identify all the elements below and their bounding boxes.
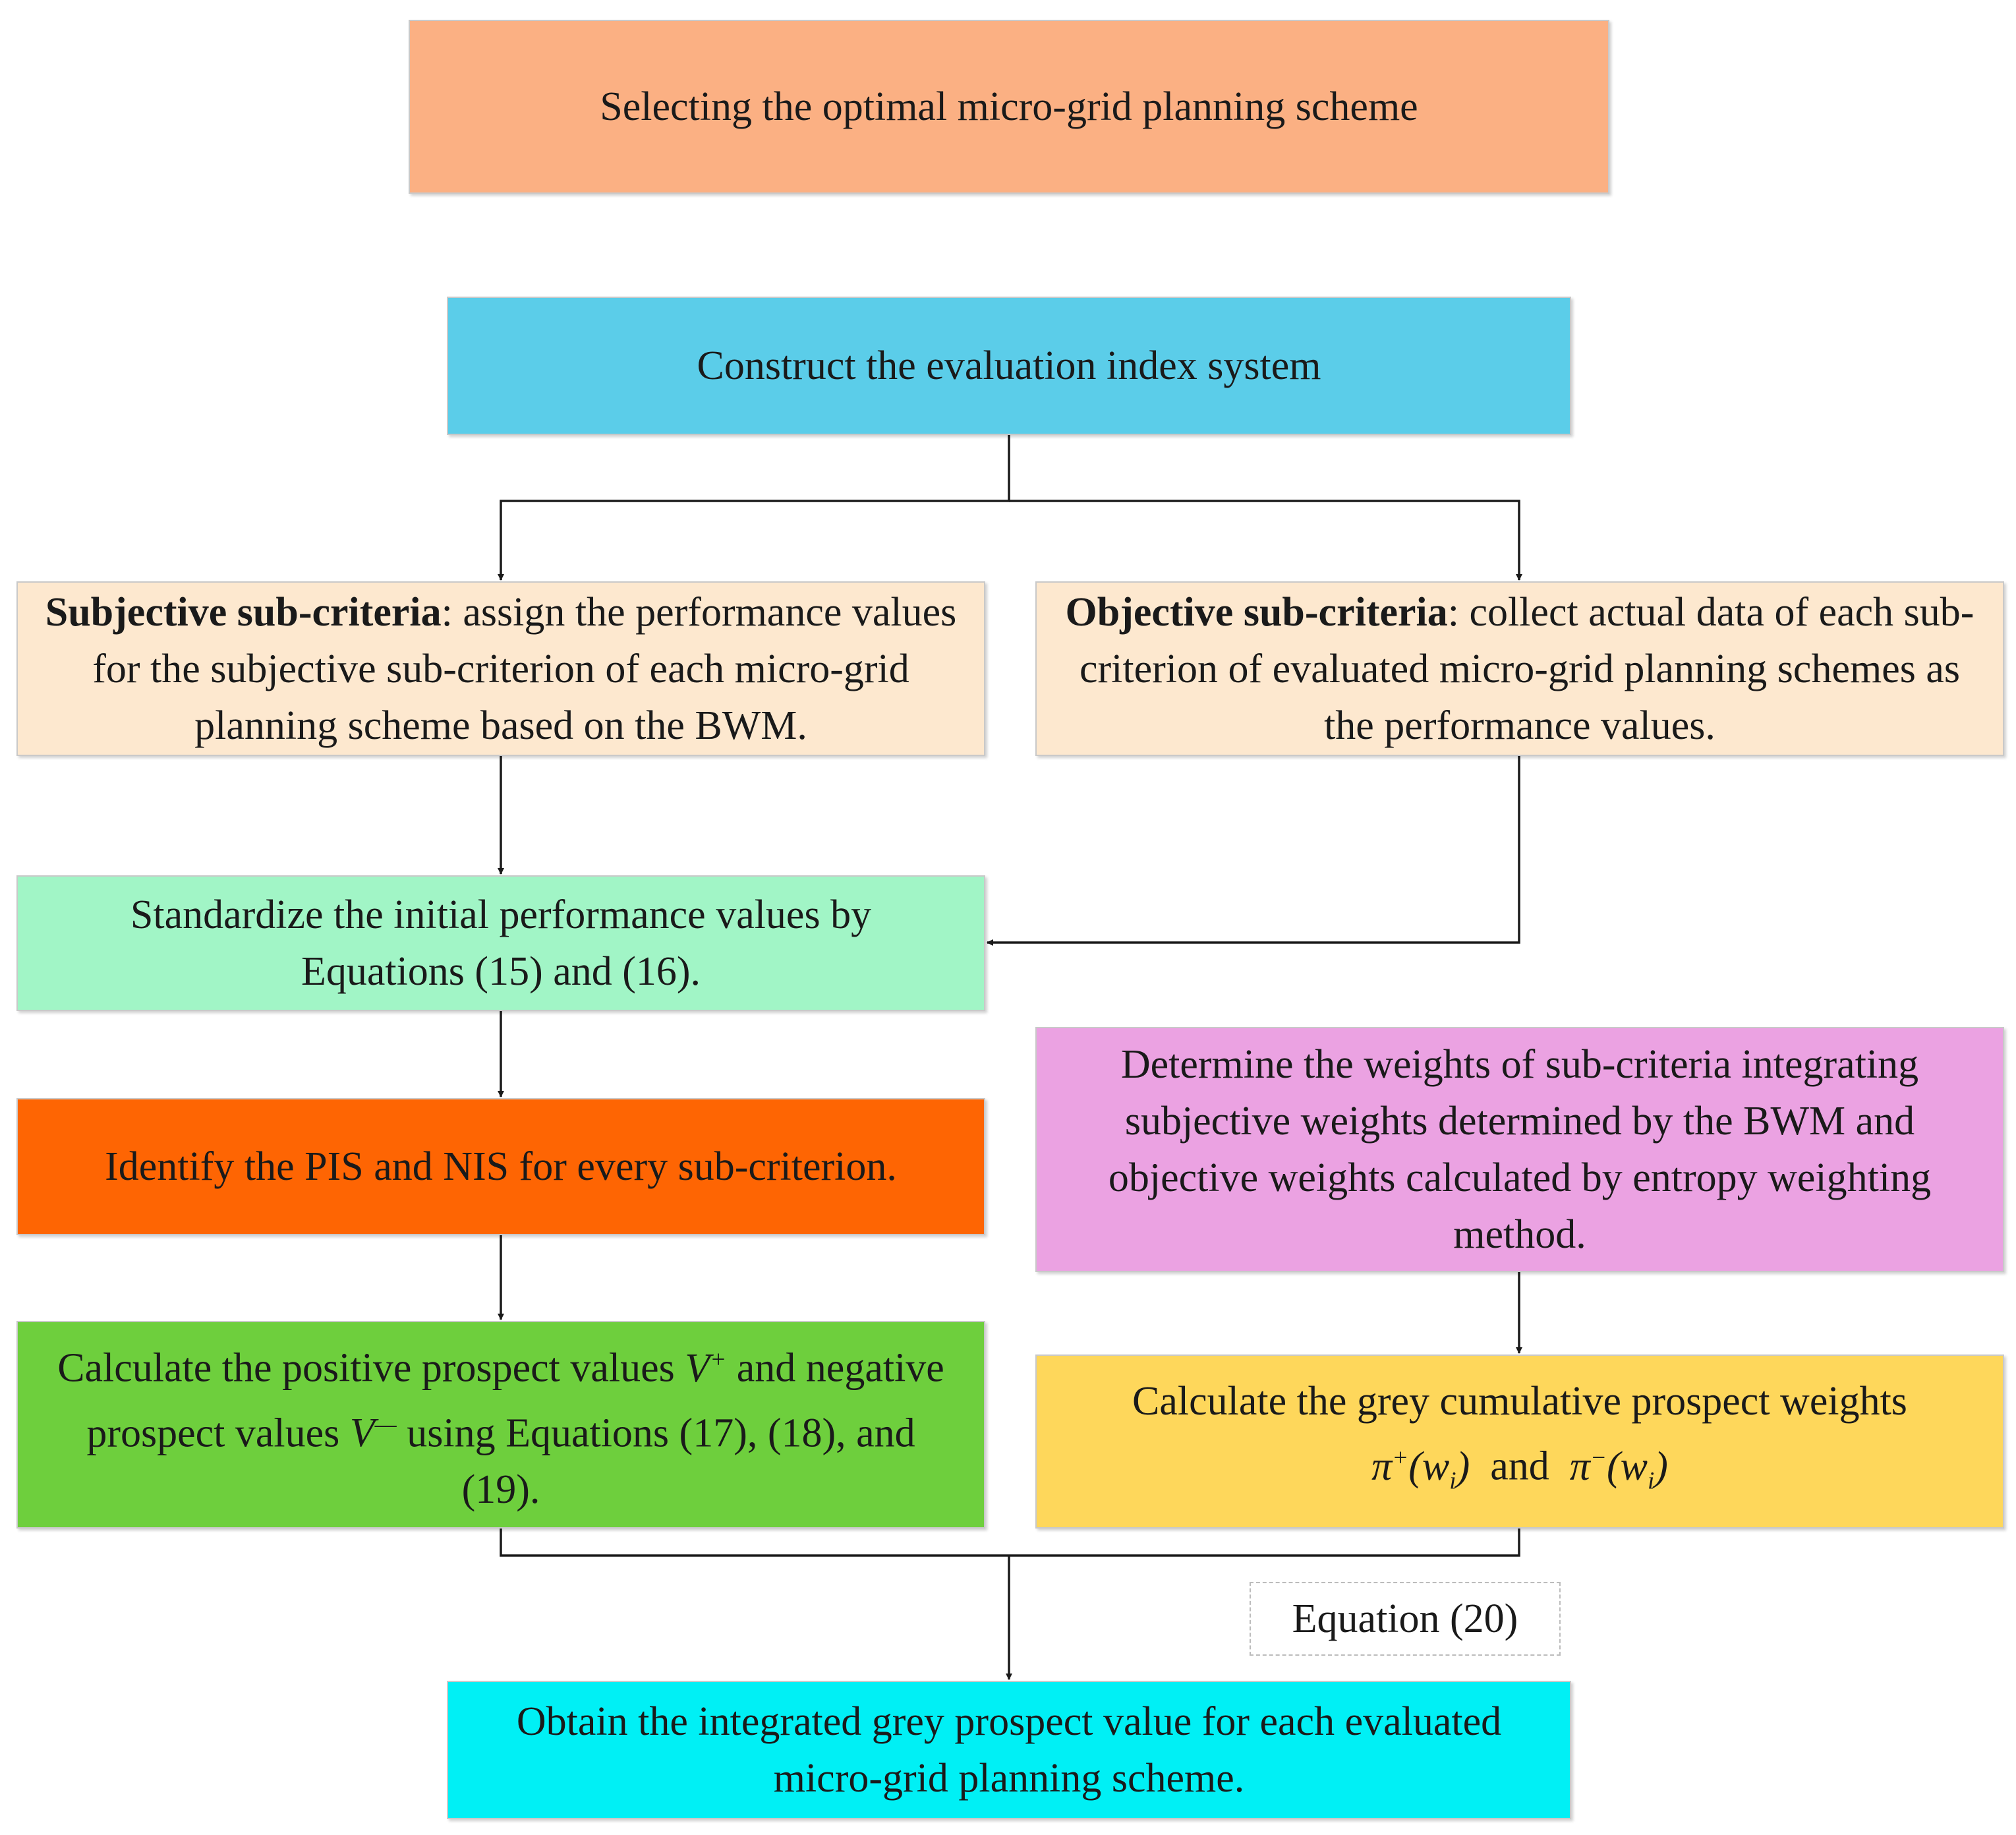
connector-objective-standardize xyxy=(987,756,1520,946)
objective-description: : collect actual data of each sub-criter… xyxy=(1080,589,1974,748)
equation-label: Equation (20) xyxy=(1250,1582,1561,1656)
connector-construct-objective xyxy=(1009,500,1522,581)
construct-text: Construct the evaluation index system xyxy=(697,343,1321,388)
goal-text: Selecting the optimal micro-grid plannin… xyxy=(600,84,1418,129)
construct-box: Construct the evaluation index system xyxy=(447,297,1571,435)
positive-prospect-symbol: V+ xyxy=(685,1346,726,1391)
connector-merge xyxy=(500,1529,1520,1557)
negative-prospect-sup: — xyxy=(374,1411,397,1438)
standardize-box: Standardize the initial performance valu… xyxy=(16,875,985,1011)
weights-box: Determine the weights of sub-criteria in… xyxy=(1035,1027,2004,1272)
integrated-box: Obtain the integrated grey prospect valu… xyxy=(447,1681,1571,1819)
negative-prospect-letter: V xyxy=(349,1411,375,1456)
subjective-text: Subjective sub-criteria: assign the perf… xyxy=(34,584,968,754)
objective-text: Objective sub-criteria: collect actual d… xyxy=(1052,584,1987,754)
weights-text: Determine the weights of sub-criteria in… xyxy=(1108,1042,1932,1257)
connector-construct-split xyxy=(498,435,1010,581)
negative-prospect-symbol: V— xyxy=(350,1411,397,1455)
integrated-text: Obtain the integrated grey prospect valu… xyxy=(516,1699,1502,1801)
prospect-text: Calculate the positive prospect values V… xyxy=(51,1331,951,1518)
grey-box: Calculate the grey cumulative prospect w… xyxy=(1035,1354,2004,1529)
standardize-text: Standardize the initial performance valu… xyxy=(130,892,872,994)
goal-box: Selecting the optimal micro-grid plannin… xyxy=(409,20,1609,194)
subjective-heading: Subjective sub-criteria xyxy=(45,589,442,635)
prospect-text-a: Calculate the positive prospect values xyxy=(57,1345,685,1391)
grey-and: and xyxy=(1490,1444,1549,1490)
prospect-text-c: using Equations (17), (18), and (19). xyxy=(396,1411,915,1513)
grey-formula: π+(wi) and π−(wi) xyxy=(1371,1430,1668,1509)
objective-heading: Objective sub-criteria xyxy=(1065,589,1448,635)
positive-weight-symbol: π+(wi) xyxy=(1371,1444,1470,1495)
subjective-box: Subjective sub-criteria: assign the perf… xyxy=(16,581,985,756)
negative-weight-symbol: π−(wi) xyxy=(1569,1444,1668,1495)
positive-prospect-sup: + xyxy=(710,1345,727,1373)
subjective-description: : assign the performance values for the … xyxy=(92,589,957,748)
identify-box: Identify the PIS and NIS for every sub-c… xyxy=(16,1098,985,1235)
prospect-text-b: and negative prospect values xyxy=(86,1345,944,1456)
equation-label-text: Equation (20) xyxy=(1292,1596,1518,1641)
grey-text: Calculate the grey cumulative prospect w… xyxy=(1132,1379,1907,1424)
objective-box: Objective sub-criteria: collect actual d… xyxy=(1035,581,2004,756)
identify-text: Identify the PIS and NIS for every sub-c… xyxy=(105,1144,897,1189)
positive-prospect-letter: V xyxy=(685,1345,710,1391)
prospect-box: Calculate the positive prospect values V… xyxy=(16,1321,985,1529)
